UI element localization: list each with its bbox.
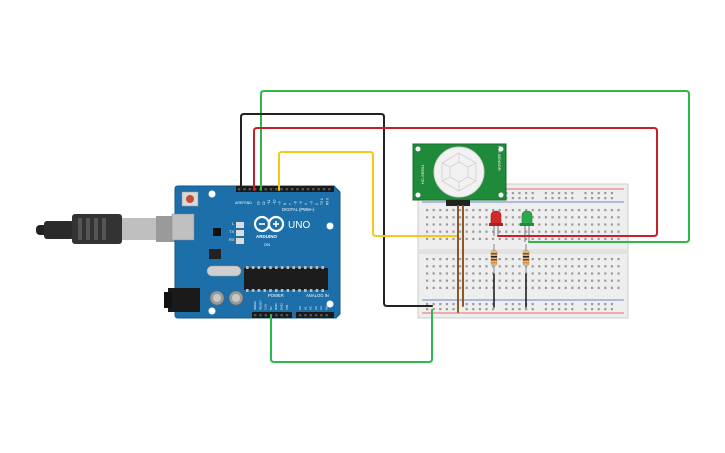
- resistor-1: [490, 244, 498, 274]
- analog-pin-label: A3: [314, 306, 318, 310]
- fresnel-lens-icon: [441, 152, 477, 192]
- pir-signal-wire: [278, 151, 459, 237]
- resistor-2: [522, 244, 530, 274]
- pir-sensor: HC-SR501 PIR SENSOR: [412, 143, 507, 206]
- power-pin-label: GND: [280, 303, 284, 311]
- aref-label: AREF: [235, 201, 244, 205]
- analog-pin-label: A2: [309, 306, 313, 310]
- uno-label: UNO: [288, 220, 310, 231]
- digital-pin-label: ~11: [267, 200, 271, 205]
- digital-pin-label: 8: [283, 203, 287, 205]
- analog-pin-label: A5: [325, 306, 329, 310]
- brand-label: ARDUINO: [256, 234, 277, 239]
- digital-pin-label: 7: [288, 203, 292, 205]
- pir-pin-header: [446, 200, 470, 206]
- power-pin-label: 5V: [269, 306, 273, 310]
- digital-pin-label: ~10: [272, 199, 276, 205]
- arduino-board: L TX RX ON UNO ARDUINO DIGITAL (PWM~) AR…: [164, 185, 341, 319]
- red-led: [489, 210, 503, 236]
- power-wire: [270, 309, 433, 363]
- power-pin-label: VIN: [285, 305, 289, 310]
- ground-wire: [240, 113, 433, 307]
- digital-pin-label: TX 1: [320, 198, 324, 205]
- digital-header-label: DIGITAL (PWM~): [282, 207, 315, 212]
- digital-pin-label: RX 0: [325, 198, 329, 205]
- digital-pin-label: 13: [257, 201, 261, 205]
- led-l-label: L: [232, 221, 235, 226]
- green-led: [520, 210, 534, 242]
- analog-pin-label: A1: [303, 306, 307, 310]
- analog-header-label: ANALOG IN: [306, 293, 329, 298]
- digital-pin-label: 2: [315, 203, 319, 205]
- usb-cable: [36, 214, 176, 244]
- power-pin-label: GND: [274, 303, 278, 311]
- digital-pin-label: 4: [304, 203, 308, 205]
- pir-label-right: PIR SENSOR: [497, 146, 502, 171]
- red-signal-wire: [253, 127, 658, 237]
- microcontroller-chip: [244, 268, 328, 290]
- green-signal-wire: [260, 90, 690, 243]
- arduino-logo-icon: [253, 215, 285, 233]
- analog-pin-label: A0: [298, 306, 302, 310]
- power-pin-label: IOREF: [253, 301, 257, 310]
- power-pin-label: 3.3V: [264, 304, 268, 310]
- digital-pin-label: ~9: [278, 201, 282, 205]
- digital-pin-label: ~5: [299, 201, 303, 205]
- digital-pin-label: 12: [262, 201, 266, 205]
- digital-header: [236, 186, 334, 192]
- led-on-label: ON: [264, 242, 270, 247]
- power-header-label: POWER: [268, 293, 284, 298]
- analog-pin-label: A4: [319, 306, 323, 310]
- reset-button-icon: [186, 195, 194, 203]
- led-tx-label: TX: [229, 229, 234, 234]
- power-pin-label: RESET: [258, 300, 262, 310]
- digital-pin-label: ~6: [294, 201, 298, 205]
- digital-pin-label: ~3: [310, 201, 314, 205]
- led-rx-label: RX: [229, 237, 235, 242]
- pir-label-left: HC-SR501: [420, 164, 425, 184]
- gnd-label: GND: [244, 201, 252, 205]
